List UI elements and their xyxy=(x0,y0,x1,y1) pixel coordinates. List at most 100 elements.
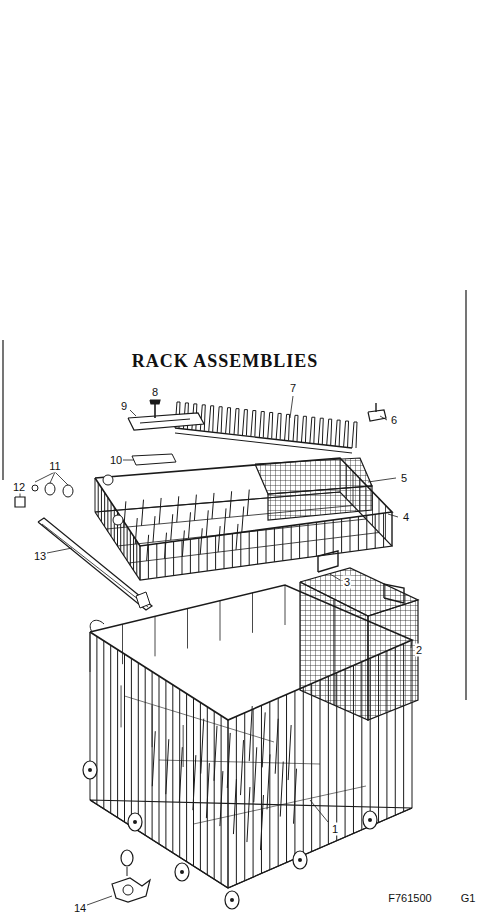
rack-wire xyxy=(282,527,283,561)
rack-tine xyxy=(262,712,265,767)
rack-tine xyxy=(142,500,144,526)
rack-wire xyxy=(156,544,157,578)
rack-rim xyxy=(95,458,392,546)
rack-tine xyxy=(179,747,182,802)
wheel-hub xyxy=(230,898,234,902)
leader-line xyxy=(20,493,21,497)
rack-wire xyxy=(261,705,262,873)
rack-wire xyxy=(333,520,334,554)
rack-wire xyxy=(341,519,342,553)
small-parts xyxy=(128,400,386,465)
rack-tine xyxy=(275,719,278,774)
tine xyxy=(301,416,306,442)
callout-number: 3 xyxy=(343,576,351,589)
callout-number: 12 xyxy=(12,481,26,494)
tine xyxy=(209,406,214,432)
rack-wire xyxy=(136,541,137,575)
rack-tine xyxy=(294,769,297,824)
callout-number: 6 xyxy=(390,414,398,427)
leader-line xyxy=(411,640,412,648)
leader-line xyxy=(47,548,72,553)
tine xyxy=(217,407,222,433)
rack-tine xyxy=(220,771,223,826)
rack-tine xyxy=(212,493,214,519)
rack-wire xyxy=(155,616,156,656)
rack-wire xyxy=(103,641,104,809)
rack-tine xyxy=(124,501,126,527)
tine xyxy=(318,418,323,444)
tine xyxy=(352,422,357,448)
rack-tine xyxy=(288,725,291,780)
rack-wire xyxy=(299,524,300,558)
rack-tine xyxy=(233,779,236,834)
wheel-hub xyxy=(298,858,302,862)
rack-wire xyxy=(228,720,229,888)
rack-wire xyxy=(194,786,367,824)
screw-head xyxy=(150,400,160,404)
rack-wire xyxy=(285,585,286,625)
rack-tine xyxy=(189,512,191,538)
wheel-hub xyxy=(88,768,92,772)
rack-wire xyxy=(96,636,97,804)
rack-wire xyxy=(129,533,379,564)
rack-wire xyxy=(244,713,245,881)
rack-tine xyxy=(218,526,220,552)
slide-rail xyxy=(42,524,148,607)
rack-wire xyxy=(182,540,183,574)
rack-wire xyxy=(316,522,317,556)
rack-wire xyxy=(236,716,237,884)
rack-wire xyxy=(130,531,131,565)
rack-wire xyxy=(101,488,102,522)
basket-handle xyxy=(318,551,338,572)
rack-tine xyxy=(230,491,232,517)
tine xyxy=(285,414,290,440)
cup-shelf-side xyxy=(268,486,372,520)
rack-hook xyxy=(90,620,104,632)
rack-wire xyxy=(308,523,309,557)
rack-tine xyxy=(135,518,137,544)
rack-roller xyxy=(113,515,123,525)
tine xyxy=(344,421,349,447)
rack-tine xyxy=(201,719,204,774)
wheel xyxy=(121,850,133,866)
rack-tine xyxy=(177,496,179,522)
rack-wire xyxy=(121,685,122,727)
rail-parts xyxy=(15,472,152,610)
tine xyxy=(276,413,281,439)
leader-line xyxy=(87,896,112,905)
wheel-hub xyxy=(133,820,137,824)
rack-tine xyxy=(200,528,202,554)
rack-tine xyxy=(224,508,226,534)
rack-wheel xyxy=(293,851,307,869)
rack-wire xyxy=(350,518,351,552)
rack-tine xyxy=(267,754,270,809)
roller xyxy=(45,483,55,495)
wheel-bracket xyxy=(112,878,150,902)
rack-tine xyxy=(236,524,238,550)
rack-wire xyxy=(127,527,128,561)
rack-wire xyxy=(252,593,253,633)
rack-tine xyxy=(206,763,209,818)
callout-number: 10 xyxy=(109,454,123,467)
rack-wire xyxy=(324,521,325,555)
rack-tine xyxy=(159,498,161,524)
rack-tine xyxy=(206,510,208,536)
rack-wire xyxy=(311,684,312,852)
rack-wire xyxy=(172,685,173,853)
rack-wire xyxy=(291,526,292,560)
rack-wire xyxy=(200,702,201,870)
rack-tine xyxy=(214,726,217,781)
rack-wire xyxy=(173,541,174,575)
wheel xyxy=(123,885,133,895)
rack-wheel xyxy=(363,811,377,829)
wheel-assembly xyxy=(112,850,150,902)
bracket-slot xyxy=(140,419,190,423)
rack-tine xyxy=(182,530,184,556)
rack-roller xyxy=(103,475,113,485)
rack-wire xyxy=(198,538,199,572)
rack-wire xyxy=(186,694,187,862)
leader-line xyxy=(50,472,55,483)
rack-wire xyxy=(190,539,191,573)
tine xyxy=(251,411,256,437)
bracket xyxy=(128,413,204,430)
